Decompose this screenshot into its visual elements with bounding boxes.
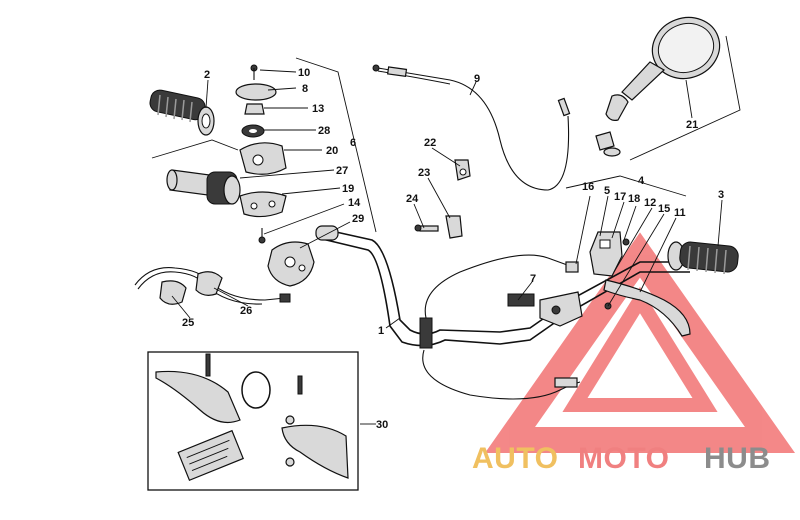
group-brackets: [151, 35, 741, 233]
clutch-cable: [419, 254, 581, 400]
switch-wiring: [134, 267, 291, 305]
callout-2: 2: [204, 69, 210, 81]
callout-6: 6: [350, 137, 356, 149]
callout-4: 4: [638, 175, 645, 187]
callout-9: 9: [474, 73, 480, 85]
callout-30: 30: [376, 419, 388, 431]
callout-7: 7: [530, 273, 536, 285]
lever-assembly: [539, 231, 691, 337]
watermark-logo-triangle: [484, 232, 796, 453]
callout-28: 28: [318, 125, 330, 137]
callout-24: 24: [406, 193, 419, 205]
mirror: [595, 16, 721, 157]
callout-8: 8: [302, 83, 308, 95]
right-grip: [667, 241, 739, 275]
leader-lines: [171, 69, 723, 425]
hand-guard-kit-inset: [147, 351, 359, 491]
callout-13: 13: [312, 103, 324, 115]
watermark-hub: HUB: [704, 442, 771, 475]
callout-23: 23: [418, 167, 430, 179]
callouts: 1 2 3 4 5 6 7 8 9 10 11 12 13 14 15 16 1…: [182, 67, 724, 431]
callout-17: 17: [614, 191, 626, 203]
callout-25: 25: [182, 317, 194, 329]
watermark-text: AUTO MOTO HUB: [472, 442, 771, 475]
callout-22: 22: [424, 137, 436, 149]
watermark-moto: MOTO: [578, 442, 669, 475]
callout-14: 14: [348, 197, 361, 209]
throttle-cable: [372, 64, 571, 191]
callout-12: 12: [644, 197, 656, 209]
callout-1: 1: [378, 325, 384, 337]
callout-18: 18: [628, 193, 640, 205]
callout-29: 29: [352, 213, 364, 225]
left-grip: [149, 89, 215, 136]
switch-housing: [267, 241, 315, 287]
callout-3: 3: [718, 189, 724, 201]
callout-15: 15: [658, 203, 670, 215]
callout-5: 5: [604, 185, 610, 197]
callout-27: 27: [336, 165, 348, 177]
watermark-auto: AUTO: [472, 442, 558, 475]
throttle-assembly: [166, 64, 287, 244]
callout-26: 26: [240, 305, 252, 317]
callout-10: 10: [298, 67, 310, 79]
callout-11: 11: [674, 207, 686, 219]
callout-20: 20: [326, 145, 338, 157]
callout-19: 19: [342, 183, 354, 195]
callout-21: 21: [686, 119, 698, 131]
callout-16: 16: [582, 181, 594, 193]
